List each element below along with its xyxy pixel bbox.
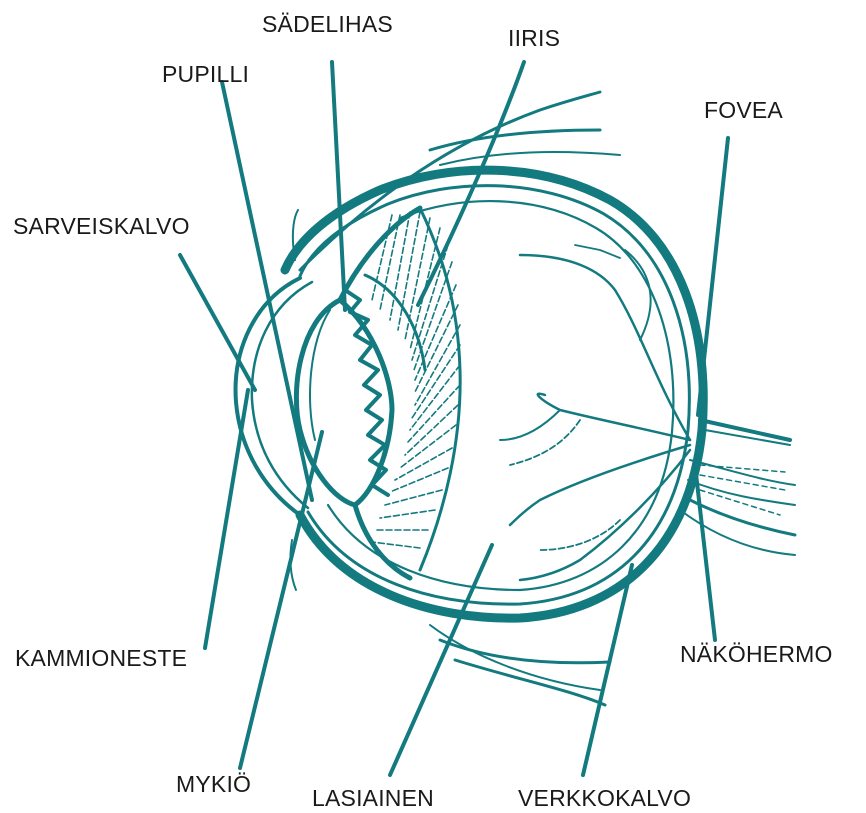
retinal-vessels <box>500 245 690 580</box>
sclera <box>285 170 703 618</box>
label-kammioneste: KAMMIONESTE <box>15 647 187 670</box>
label-nakohermo: NÄKÖHERMO <box>680 643 833 666</box>
label-sadelihas: SÄDELIHAS <box>262 13 393 36</box>
label-verkkokalvo: VERKKOKALVO <box>518 787 691 810</box>
label-lasiainen: LASIAINEN <box>312 787 434 810</box>
label-fovea: FOVEA <box>704 99 783 122</box>
label-pupilli: PUPILLI <box>162 63 249 86</box>
label-sarveiskalvo: SARVEISKALVO <box>13 215 190 238</box>
label-mykio: MYKIÖ <box>176 773 251 796</box>
label-iiris: IIRIS <box>508 27 560 50</box>
ciliary-body <box>340 208 460 578</box>
